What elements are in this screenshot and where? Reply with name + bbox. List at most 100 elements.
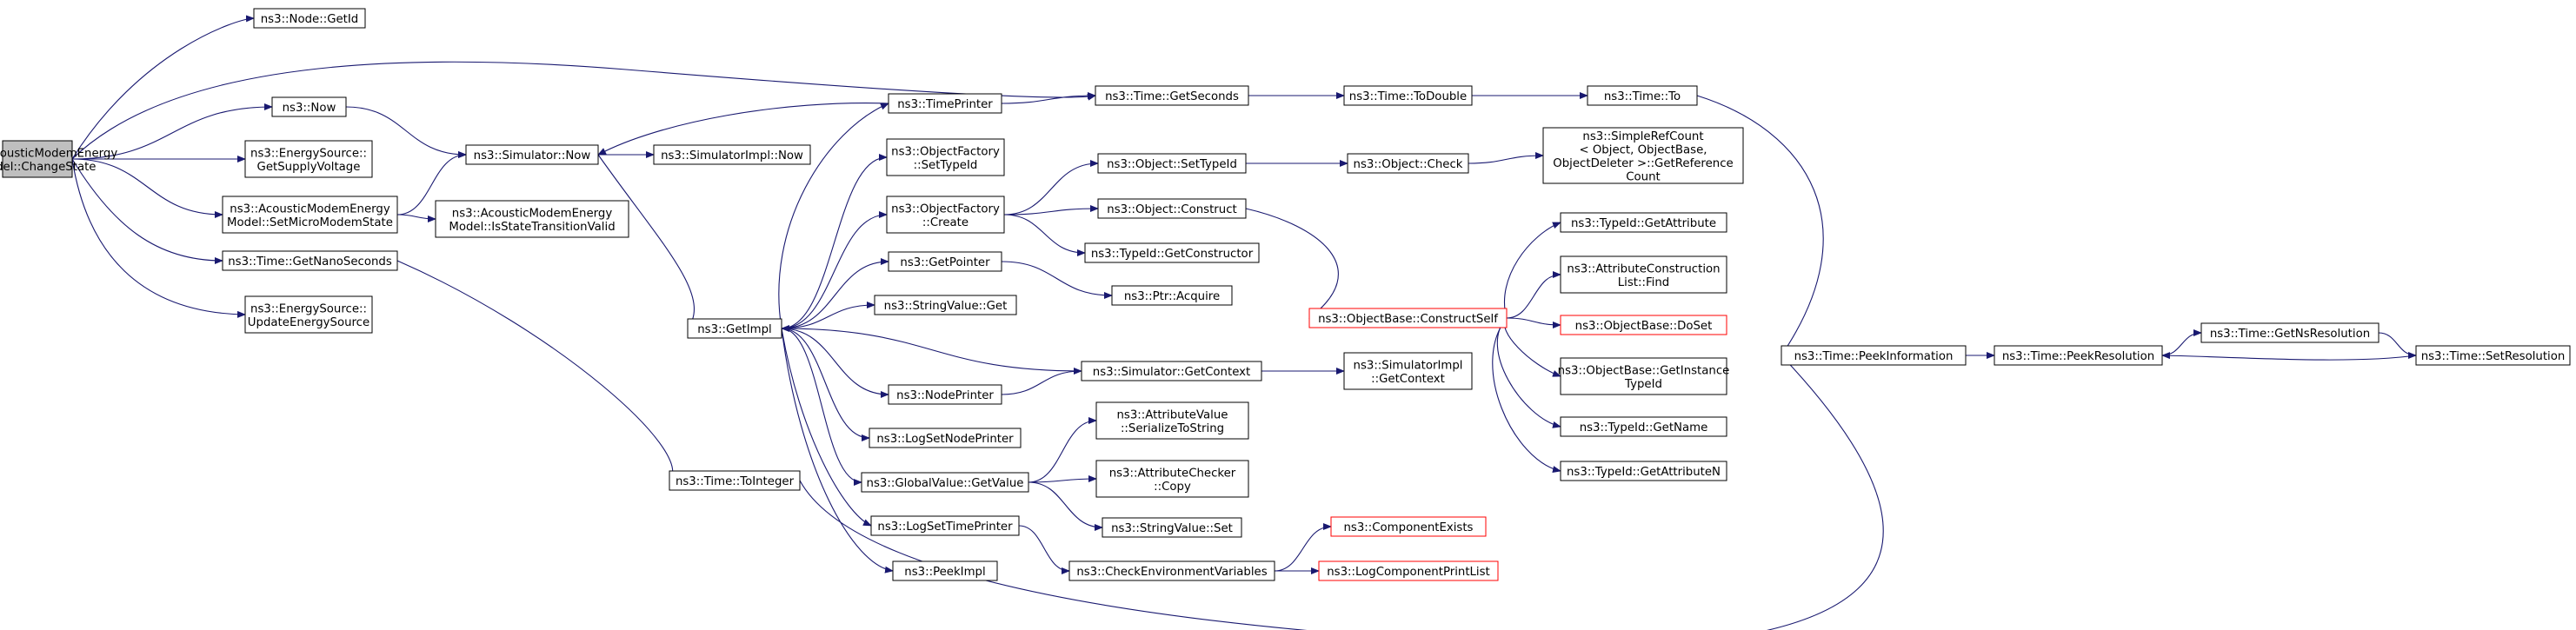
- edge-construct_self-to-object_base_do_set: [1506, 317, 1561, 328]
- node-label: ::SetTypeId: [914, 159, 978, 172]
- node-box: [1560, 461, 1727, 481]
- node-of_create[interactable]: ns3::ObjectFactory::Create: [886, 196, 1005, 234]
- node-log_set_node_printer[interactable]: ns3::LogSetNodePrinter: [869, 428, 1022, 448]
- node-time_to_double[interactable]: ns3::Time::ToDouble: [1343, 85, 1473, 106]
- node-label: ns3::NodePrinter: [896, 389, 994, 402]
- edge-get_nano_seconds-to-to_integer: [396, 260, 677, 481]
- node-box: [2200, 322, 2380, 343]
- node-label: ObjectDeleter >::GetReference: [1553, 157, 1733, 170]
- edge-construct_self-to-type_id_get_attribute_n: [1492, 317, 1561, 473]
- node-box: [1781, 345, 1967, 366]
- node-time_printer[interactable]: ns3::TimePrinter: [888, 93, 1002, 114]
- edge-change_state-to-update_energy_source: [71, 158, 246, 318]
- node-av_serialize[interactable]: ns3::AttributeValue::SerializeToString: [1095, 401, 1249, 440]
- node-node_printer[interactable]: ns3::NodePrinter: [888, 384, 1002, 405]
- node-label: GetSupplyVoltage: [257, 161, 361, 174]
- node-get_ns_resolution[interactable]: ns3::Time::GetNsResolution: [2200, 322, 2380, 343]
- node-box: [1102, 517, 1242, 538]
- node-object_construct[interactable]: ns3::Object::Construct: [1097, 198, 1247, 219]
- node-get_impl[interactable]: ns3::GetImpl: [687, 318, 782, 339]
- node-label: ns3::CheckEnvironmentVariables: [1076, 566, 1267, 579]
- node-check_env_vars[interactable]: ns3::CheckEnvironmentVariables: [1068, 560, 1275, 581]
- node-construct_self[interactable]: ns3::ObjectBase::ConstructSelf: [1308, 308, 1508, 328]
- node-change_state[interactable]: ns3::AcousticModemEnergyModel::ChangeSta…: [0, 140, 117, 178]
- node-box: [465, 144, 599, 165]
- node-box: [1343, 85, 1473, 106]
- node-box: [687, 318, 782, 339]
- node-get_pointer[interactable]: ns3::GetPointer: [888, 251, 1002, 272]
- node-simple_ref_count[interactable]: ns3::SimpleRefCount< Object, ObjectBase,…: [1542, 127, 1744, 184]
- node-object_check[interactable]: ns3::Object::Check: [1347, 153, 1469, 174]
- node-label: ns3::ObjectBase::DoSet: [1575, 320, 1713, 333]
- node-simulator_impl_now[interactable]: ns3::SimulatorImpl::Now: [653, 144, 811, 165]
- edge-to_integer-to-peek_information: [799, 355, 1884, 630]
- node-label: ns3::GlobalValue::GetValue: [867, 477, 1024, 490]
- node-component_exists[interactable]: ns3::ComponentExists: [1330, 516, 1487, 537]
- edge-construct_self-to-ob_get_instance_type_id: [1504, 317, 1561, 377]
- node-type_id_get_constructor[interactable]: ns3::TypeId::GetConstructor: [1084, 242, 1260, 263]
- node-box: [1560, 255, 1727, 294]
- node-node_getid[interactable]: ns3::Node::GetId: [253, 8, 366, 29]
- node-label: Model::ChangeState: [0, 161, 97, 174]
- node-label: ns3::TimePrinter: [897, 98, 993, 111]
- node-box: [1347, 153, 1469, 174]
- node-label: ns3::EnergySource::: [250, 147, 367, 160]
- node-type_id_get_attribute[interactable]: ns3::TypeId::GetAttribute: [1560, 212, 1727, 233]
- node-ptr_acquire[interactable]: ns3::Ptr::Acquire: [1111, 285, 1233, 306]
- edge-get_impl-to-get_pointer: [781, 258, 889, 329]
- node-label: ns3::Time::ToDouble: [1349, 90, 1467, 103]
- node-label: ns3::Time::GetSeconds: [1105, 90, 1239, 103]
- node-peek_impl[interactable]: ns3::PeekImpl: [892, 560, 998, 581]
- edge-global_value_get_value-to-ac_copy: [1028, 475, 1097, 483]
- edge-get_impl-to-of_set_type_id: [781, 154, 888, 329]
- node-object_base_do_set[interactable]: ns3::ObjectBase::DoSet: [1560, 315, 1727, 335]
- node-label: TypeId: [1624, 378, 1662, 391]
- node-ac_copy[interactable]: ns3::AttributeChecker::Copy: [1095, 460, 1249, 498]
- node-label: < Object, ObjectBase,: [1579, 143, 1707, 156]
- node-label: ns3::StringValue::Set: [1111, 522, 1233, 535]
- edge-change_state-to-time_get_seconds: [71, 61, 1096, 160]
- node-now[interactable]: ns3::Now: [271, 96, 347, 117]
- edge-get_impl-to-time_printer: [778, 103, 889, 329]
- node-box: [1343, 352, 1473, 390]
- node-time_get_seconds[interactable]: ns3::Time::GetSeconds: [1095, 85, 1249, 106]
- edge-global_value_get_value-to-av_serialize: [1028, 417, 1097, 483]
- node-label: ns3::SimulatorImpl::Now: [661, 149, 803, 162]
- edge-change_state-to-now: [71, 103, 273, 160]
- edge-check_env_vars-to-component_exists: [1274, 523, 1332, 572]
- node-set_micro_modem_state[interactable]: ns3::AcousticModemEnergyModel::SetMicroM…: [222, 196, 398, 234]
- node-object_set_type_id[interactable]: ns3::Object::SetTypeId: [1097, 153, 1247, 174]
- node-label: ns3::ObjectBase::ConstructSelf: [1318, 313, 1498, 326]
- node-get_supply_voltage[interactable]: ns3::EnergySource::GetSupplyVoltage: [244, 140, 373, 178]
- node-simulator_get_context[interactable]: ns3::Simulator::GetContext: [1081, 361, 1262, 381]
- node-peek_information[interactable]: ns3::Time::PeekInformation: [1781, 345, 1967, 366]
- node-update_energy_source[interactable]: ns3::EnergySource::UpdateEnergySource: [244, 295, 373, 334]
- node-box: [886, 196, 1005, 234]
- node-of_set_type_id[interactable]: ns3::ObjectFactory::SetTypeId: [886, 138, 1005, 176]
- edge-time_printer-to-simulator_now: [597, 103, 889, 156]
- node-type_id_get_attribute_n[interactable]: ns3::TypeId::GetAttributeN: [1560, 461, 1727, 481]
- node-simulator_now[interactable]: ns3::Simulator::Now: [465, 144, 599, 165]
- node-type_id_get_name[interactable]: ns3::TypeId::GetName: [1560, 416, 1727, 437]
- node-time_to[interactable]: ns3::Time::To: [1587, 85, 1698, 106]
- edge-get_impl-to-log_set_node_printer: [781, 328, 870, 441]
- node-string_value_get[interactable]: ns3::StringValue::Get: [874, 295, 1017, 315]
- node-box: [1330, 516, 1487, 537]
- node-label: ns3::Time::PeekInformation: [1794, 350, 1954, 363]
- node-label: ns3::Simulator::Now: [474, 149, 591, 162]
- node-log_component_print_list[interactable]: ns3::LogComponentPrintList: [1318, 560, 1499, 581]
- node-global_value_get_value[interactable]: ns3::GlobalValue::GetValue: [861, 472, 1029, 493]
- node-peek_resolution[interactable]: ns3::Time::PeekResolution: [1994, 345, 2163, 366]
- node-to_integer[interactable]: ns3::Time::ToInteger: [669, 470, 801, 491]
- node-sim_impl_get_context[interactable]: ns3::SimulatorImpl::GetContext: [1343, 352, 1473, 390]
- node-string_value_set[interactable]: ns3::StringValue::Set: [1102, 517, 1242, 538]
- node-label: ns3::SimulatorImpl: [1354, 359, 1463, 372]
- node-get_nano_seconds[interactable]: ns3::Time::GetNanoSeconds: [222, 250, 398, 271]
- node-is_state_transition_valid[interactable]: ns3::AcousticModemEnergyModel::IsStateTr…: [435, 200, 629, 238]
- node-box: [1542, 127, 1744, 184]
- node-log_set_time_printer[interactable]: ns3::LogSetTimePrinter: [870, 515, 1020, 536]
- node-set_resolution[interactable]: ns3::Time::SetResolution: [2415, 345, 2571, 366]
- edge-set_resolution-to-peek_resolution: [2161, 352, 2417, 361]
